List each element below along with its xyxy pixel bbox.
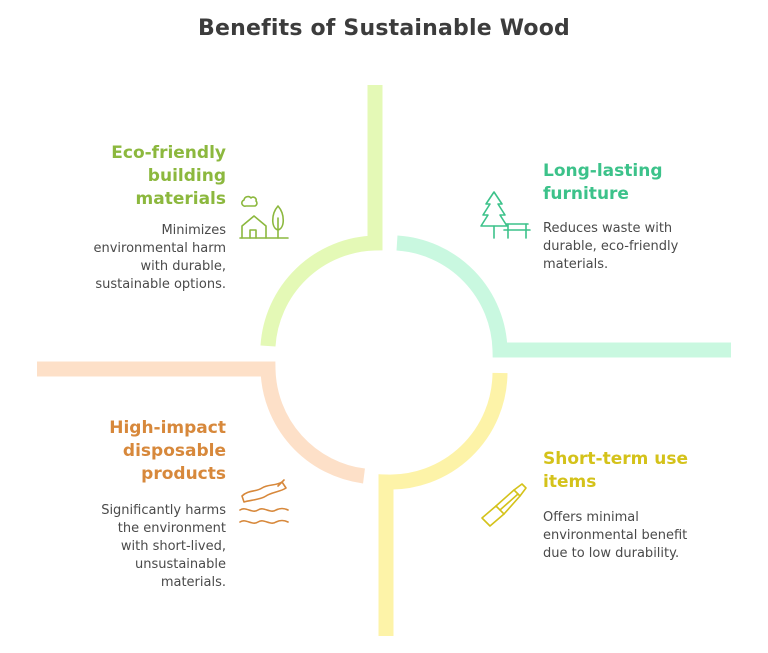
top-right-description: Reduces waste with durable, eco-friendly… — [543, 220, 678, 274]
top-right-desc-line: Reduces waste with — [543, 221, 673, 236]
bottom-left-title-line: products — [141, 464, 226, 484]
bottom-left-desc-line: the environment — [117, 521, 226, 536]
top-left-desc-line: Minimizes — [161, 223, 226, 238]
top-left-desc-line: sustainable options. — [95, 277, 226, 292]
top-right-desc-line: durable, eco-friendly — [543, 239, 679, 254]
waste-waves-icon — [239, 479, 289, 524]
top-left-title-line: Eco-friendly — [111, 143, 226, 163]
top-left-description: Minimizes environmental harm with durabl… — [94, 222, 227, 294]
bottom-left-description: Significantly harms the environment with… — [101, 502, 226, 592]
bottom-left-title: High-impact disposable products — [109, 417, 226, 486]
top-right-desc-line: materials. — [543, 257, 609, 272]
top-left-title-line: materials — [135, 189, 226, 209]
bottom-right-title-line: Short-term use — [543, 449, 689, 469]
bottom-right-desc-line: due to low durability. — [543, 546, 680, 561]
top-left-desc-line: environmental harm — [93, 241, 227, 256]
bottom-left-title-line: disposable — [122, 441, 226, 461]
bottom-left-arc — [37, 361, 366, 484]
bottom-left-desc-line: with short-lived, — [120, 539, 226, 554]
top-left-title-line: building — [147, 166, 226, 186]
bottom-right-title-line: items — [543, 472, 597, 492]
top-left-title: Eco-friendly building materials — [111, 142, 226, 211]
bottom-left-title-line: High-impact — [109, 418, 226, 438]
top-right-title-line: furniture — [543, 184, 629, 204]
bottom-left-desc-line: Significantly harms — [101, 503, 226, 518]
brush-stick-icon — [481, 483, 527, 527]
top-right-title: Long-lasting furniture — [543, 160, 662, 206]
top-left-desc-line: with durable, — [140, 259, 226, 274]
house-tree-cloud-icon — [239, 195, 289, 239]
bottom-right-description: Offers minimal environmental benefit due… — [543, 509, 687, 563]
top-left-arc — [260, 85, 383, 347]
page-title: Benefits of Sustainable Wood — [198, 16, 570, 41]
bottom-right-desc-line: environmental benefit — [543, 528, 688, 543]
bottom-right-title: Short-term use items — [543, 448, 688, 494]
bottom-left-desc-line: unsustainable — [134, 557, 226, 572]
tree-bench-icon — [480, 191, 531, 239]
bottom-left-desc-line: materials. — [160, 575, 226, 590]
bottom-right-desc-line: Offers minimal — [543, 510, 639, 525]
bottom-right-arc — [378, 372, 508, 636]
top-right-arc — [396, 235, 731, 358]
top-right-title-line: Long-lasting — [543, 161, 663, 181]
